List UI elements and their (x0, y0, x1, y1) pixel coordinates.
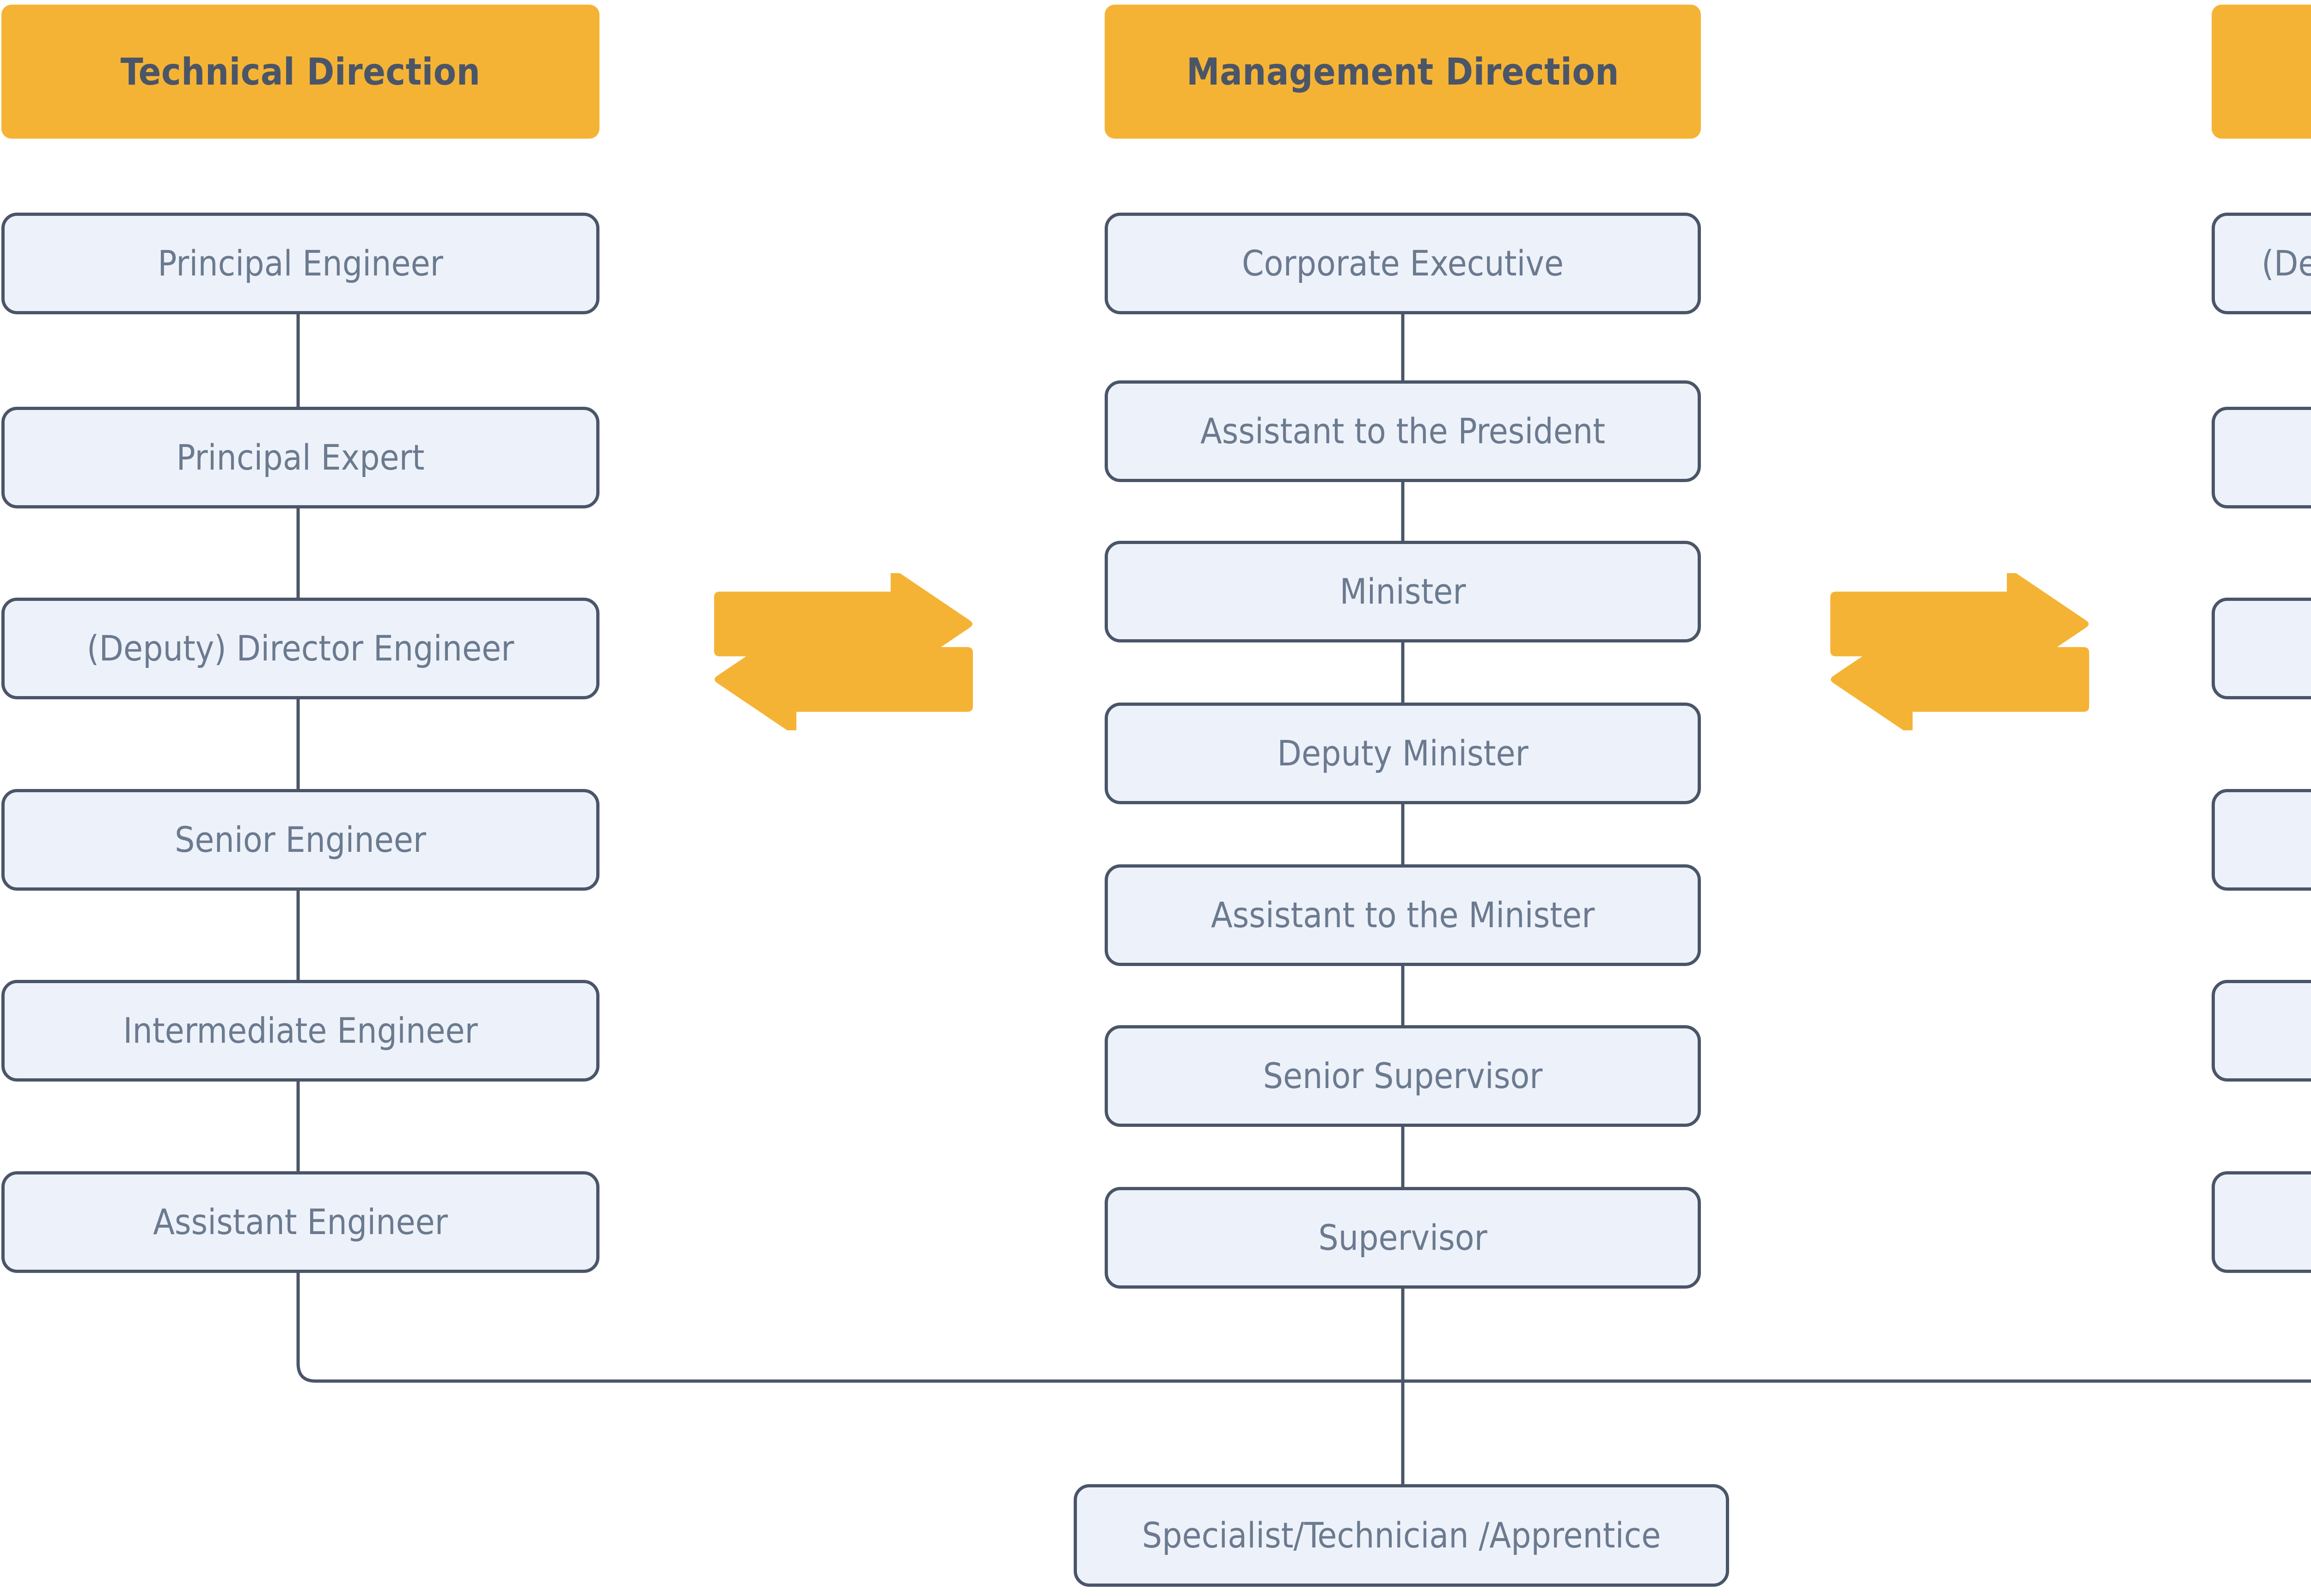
node-management-4-label: Assistant to the Minister (1211, 894, 1595, 936)
node-technical-3-label: Senior Engineer (174, 819, 427, 860)
edge-bottom-right-merge (1403, 1379, 2311, 1383)
left-arrow-icon (715, 624, 973, 734)
node-technical-1[interactable]: Principal Expert (1, 407, 599, 508)
node-management-6[interactable]: Supervisor (1105, 1187, 1701, 1289)
node-bottom-specialist-label: Specialist/Technician /Apprentice (1142, 1515, 1661, 1556)
node-management-2[interactable]: Minister (1105, 541, 1701, 642)
node-technical-0-label: Principal Engineer (158, 243, 443, 284)
left-arrow-icon (1831, 624, 2089, 734)
node-technical-1-label: Principal Expert (176, 437, 425, 478)
column-header-skill[interactable]: Skill Level Direction (2212, 5, 2311, 139)
node-technical-2[interactable]: (Deputy) Director Engineer (1, 598, 599, 699)
node-management-5[interactable]: Senior Supervisor (1105, 1025, 1701, 1127)
node-management-5-label: Senior Supervisor (1263, 1055, 1543, 1096)
node-skill-0[interactable]: (Deputy) Supervisor Technician (2212, 213, 2311, 314)
node-management-2-label: Minister (1339, 571, 1466, 612)
node-technical-4-label: Intermediate Engineer (123, 1010, 478, 1051)
node-management-1[interactable]: Assistant to the President (1105, 380, 1701, 482)
node-technical-3[interactable]: Senior Engineer (1, 789, 599, 891)
node-technical-4[interactable]: Intermediate Engineer (1, 980, 599, 1082)
node-management-3-label: Deputy Minister (1277, 733, 1528, 774)
node-technical-5[interactable]: Assistant Engineer (1, 1171, 599, 1273)
node-skill-5[interactable]: Junior Laborer (2212, 1171, 2311, 1273)
node-management-0-label: Corporate Executive (1241, 243, 1564, 284)
node-management-0[interactable]: Corporate Executive (1105, 213, 1701, 314)
node-skill-2[interactable]: Technician (2212, 598, 2311, 699)
node-management-4[interactable]: Assistant to the Minister (1105, 864, 1701, 966)
edge-bottom-left-merge (296, 1273, 1403, 1383)
node-management-1-label: Assistant to the President (1200, 410, 1606, 452)
node-management-6-label: Supervisor (1318, 1217, 1487, 1258)
node-technical-2-label: (Deputy) Director Engineer (86, 628, 514, 669)
column-header-technical-label: Technical Direction (120, 50, 481, 93)
node-skill-0-label: (Deputy) Supervisor Technician (2262, 243, 2311, 284)
column-header-technical[interactable]: Technical Direction (1, 5, 599, 139)
node-skill-3[interactable]: Senior Laborer (2212, 789, 2311, 891)
exchange-arrows-management-skill (1830, 569, 2089, 734)
node-skill-1[interactable]: Senior Technician (2212, 407, 2311, 508)
node-management-3[interactable]: Deputy Minister (1105, 703, 1701, 804)
node-bottom-specialist[interactable]: Specialist/Technician /Apprentice (1074, 1484, 1729, 1587)
exchange-arrows-technical-management (714, 569, 973, 734)
node-skill-4[interactable]: Intermediate Laborer (2212, 980, 2311, 1082)
column-header-management[interactable]: Management Direction (1105, 5, 1701, 139)
node-technical-0[interactable]: Principal Engineer (1, 213, 599, 314)
column-header-management-label: Management Direction (1186, 50, 1620, 93)
node-technical-5-label: Assistant Engineer (153, 1201, 448, 1242)
